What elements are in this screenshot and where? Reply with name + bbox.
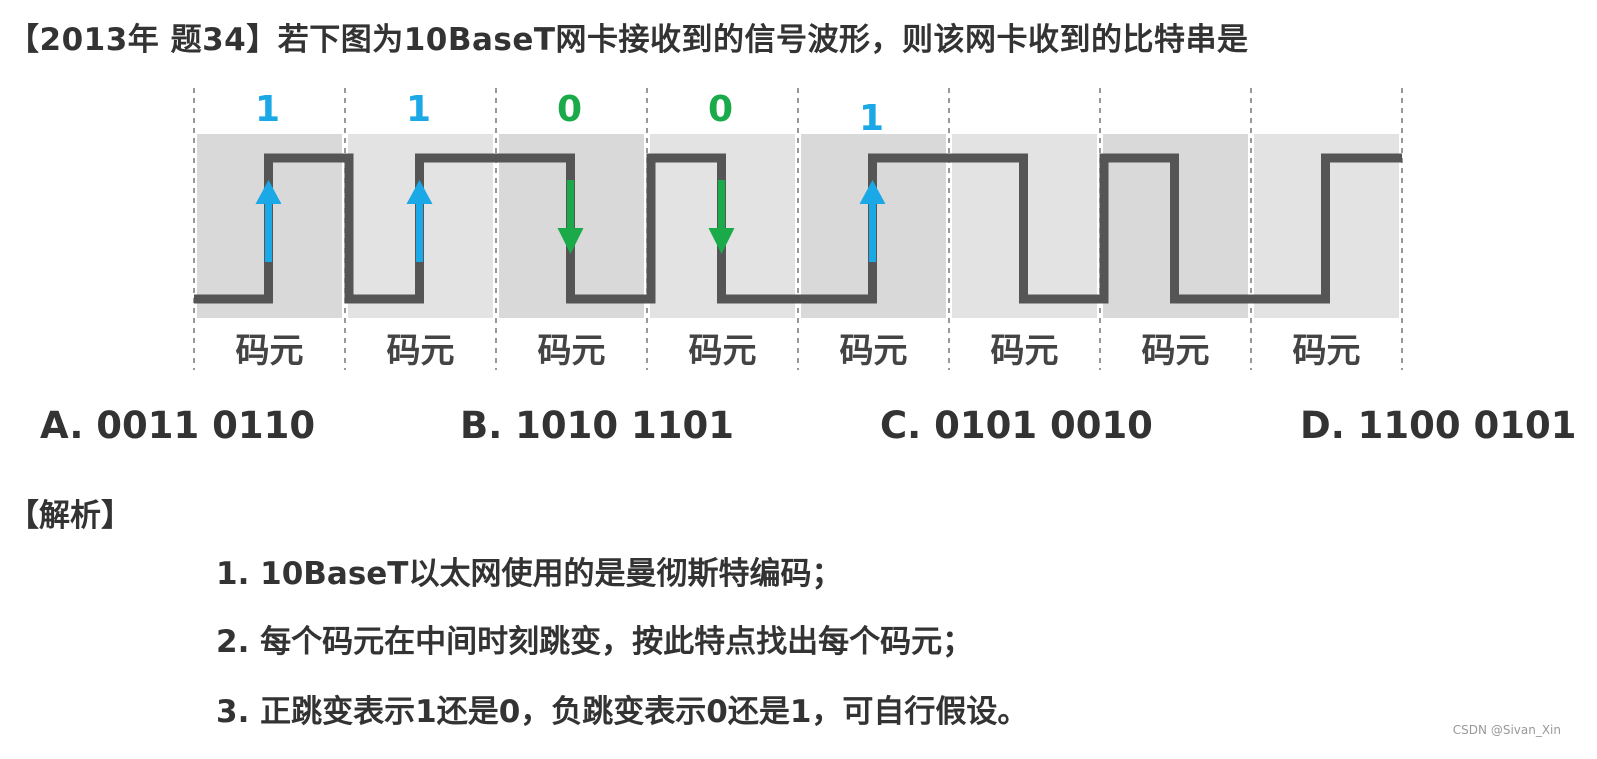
transition-arrows	[255, 180, 886, 262]
arrow-down-icon	[708, 180, 735, 254]
cell-label: 码元	[1293, 331, 1361, 371]
cell-labels: 码元 码元 码元 码元 码元 码元 码元 码元	[236, 331, 1361, 371]
bit-label: 0	[708, 89, 733, 130]
arrow-up-icon	[255, 180, 282, 262]
option-a: A. 0011 0110	[40, 404, 316, 447]
analysis-heading: 【解析】	[8, 498, 132, 534]
bit-label: 1	[255, 89, 280, 130]
bit-label: 1	[406, 89, 431, 130]
cell-dividers	[193, 88, 1403, 370]
footer-credit: CSDN @Sivan_Xin	[1452, 723, 1561, 737]
cell-label: 码元	[387, 331, 455, 371]
manchester-waveform-diagram: 1 1 0 0 1 码元 码元 码元 码元 码元 码元 码元 码元	[193, 88, 1403, 371]
bit-labels: 1 1 0 0 1	[255, 89, 884, 139]
question-title: 【2013年 题34】若下图为10BaseT网卡接收到的信号波形，则该网卡收到的…	[8, 22, 1249, 58]
option-c: C. 0101 0010	[880, 404, 1153, 447]
cell-label: 码元	[991, 331, 1059, 371]
cell-label: 码元	[538, 331, 606, 371]
analysis-item-3: 3. 正跳变表示1还是0，负跳变表示0还是1，可自行假设。	[216, 694, 1029, 730]
bit-label: 1	[859, 98, 884, 139]
cell-label: 码元	[1142, 331, 1210, 371]
option-b: B. 1010 1101	[460, 404, 734, 447]
cell-label: 码元	[236, 331, 304, 371]
cell-label: 码元	[840, 331, 908, 371]
analysis-item-2: 2. 每个码元在中间时刻跳变，按此特点找出每个码元；	[216, 624, 974, 660]
arrow-up-icon	[859, 180, 886, 262]
bit-label: 0	[557, 89, 582, 130]
cell-label: 码元	[689, 331, 757, 371]
analysis-item-1: 1. 10BaseT以太网使用的是曼彻斯特编码；	[216, 556, 843, 592]
arrow-down-icon	[557, 180, 584, 254]
arrow-up-icon	[406, 180, 433, 262]
option-d: D. 1100 0101	[1300, 404, 1577, 447]
